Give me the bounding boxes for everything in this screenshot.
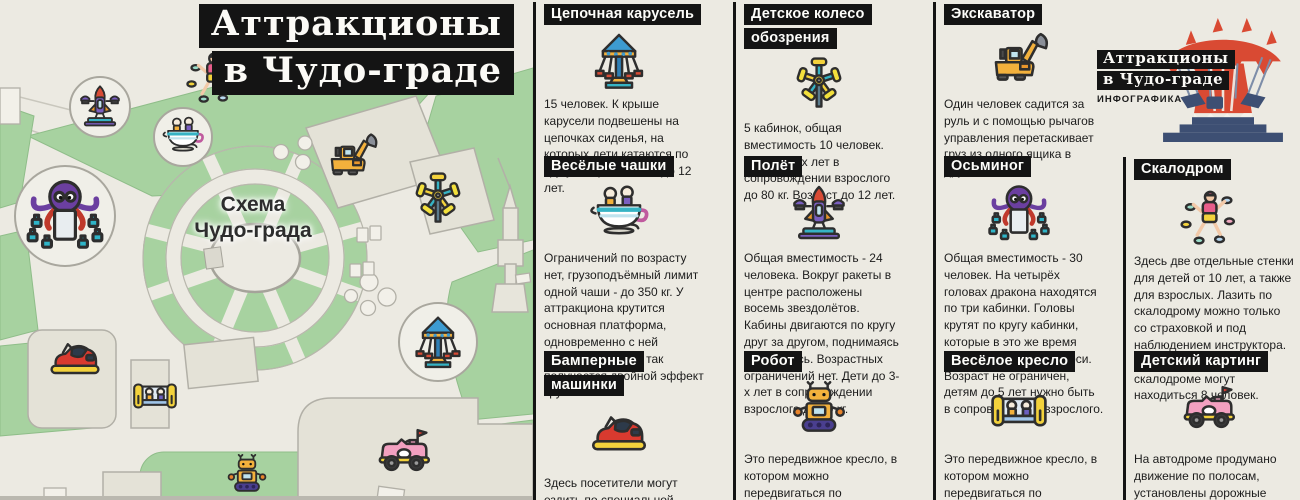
logo-subtitle: ИНФОГРАФИКА: [1097, 93, 1183, 105]
excavator-icon: [944, 30, 1094, 92]
kids-ferris-icon: [744, 54, 894, 116]
logo: Аттракционы в Чудо-граде ИНФОГРАФИКА: [1093, 6, 1300, 146]
robot-map-icon: [224, 454, 270, 500]
bumper-car-map-icon: [45, 331, 105, 391]
tower-shape: [491, 157, 529, 313]
climber-icon: [1134, 185, 1284, 249]
card-title: Весёлые чашки: [544, 156, 674, 177]
logo-title-line1: Аттракционы: [1097, 50, 1235, 69]
kids-ferris-map-icon: [408, 170, 468, 230]
map-title-line1: Аттракционы: [198, 4, 514, 48]
map-center-label-line1: Схема: [220, 193, 286, 216]
attraction-card-fun-chair: Весёлое кресло Это передвижное кресло, в…: [933, 349, 1105, 500]
card-description: Это передвижное кресло, в котором можно …: [944, 452, 1098, 500]
bumper-car-icon: [544, 401, 694, 471]
attraction-card-climber: Скалодром Здесь две отдельные стенки для…: [1123, 157, 1295, 405]
teacup-icon: [544, 182, 694, 246]
attraction-card-kart: Детский картинг На автодроме продумано д…: [1123, 349, 1295, 500]
card-title: Робот: [744, 351, 802, 372]
attraction-card-bumper-car: Бамперные машинки Здесь посетители могут…: [533, 349, 705, 500]
robot-icon: [744, 377, 894, 447]
card-title: Детский картинг: [1134, 351, 1269, 372]
map-title-line2: в Чудо-граде: [211, 50, 514, 95]
octopus-map-icon: [14, 165, 116, 267]
card-title: Осьминог: [944, 156, 1032, 177]
card-title: Экскаватор: [944, 4, 1043, 25]
kart-map-icon: [373, 424, 435, 486]
kart-icon: [1134, 377, 1284, 447]
card-title: Весёлое кресло: [944, 351, 1076, 372]
rocket-icon: [744, 182, 894, 246]
logo-title-line2: в Чудо-граде: [1097, 70, 1230, 90]
card-title: Детское колесо обозрения: [744, 4, 872, 49]
fun-chair-map-icon: [129, 371, 181, 423]
card-description: На автодроме продумано движение по полос…: [1134, 452, 1277, 500]
fun-chair-icon: [944, 377, 1094, 447]
map-title: Аттракционы в Чудо-граде: [0, 4, 514, 98]
card-description: Здесь две отдельные стенки для детей от …: [1134, 254, 1294, 403]
card-title: Цепочная карусель: [544, 4, 702, 25]
chain-carousel-map-icon: [398, 302, 478, 382]
map-center-label: Схема Чудо-града: [168, 192, 338, 243]
card-title: Скалодром: [1134, 159, 1231, 180]
chain-carousel-icon: [544, 30, 694, 92]
rocket-map-icon: [69, 76, 131, 138]
octopus-icon: [944, 182, 1094, 246]
teacup-map-icon: [153, 107, 213, 167]
attraction-card-robot: Робот Это передвижное кресло, в котором …: [733, 349, 905, 500]
card-description: Это передвижное кресло, в котором можно …: [744, 452, 898, 500]
excavator-map-icon: [324, 130, 380, 186]
card-title: Бамперные машинки: [544, 351, 644, 396]
map-center-label-line2: Чудо-града: [194, 218, 312, 242]
card-title: Полёт: [744, 156, 803, 177]
park-map: Аттракционы в Чудо-граде Схема Чудо-град…: [0, 0, 533, 500]
card-description: Здесь посетители могут ездить по специал…: [544, 476, 678, 500]
